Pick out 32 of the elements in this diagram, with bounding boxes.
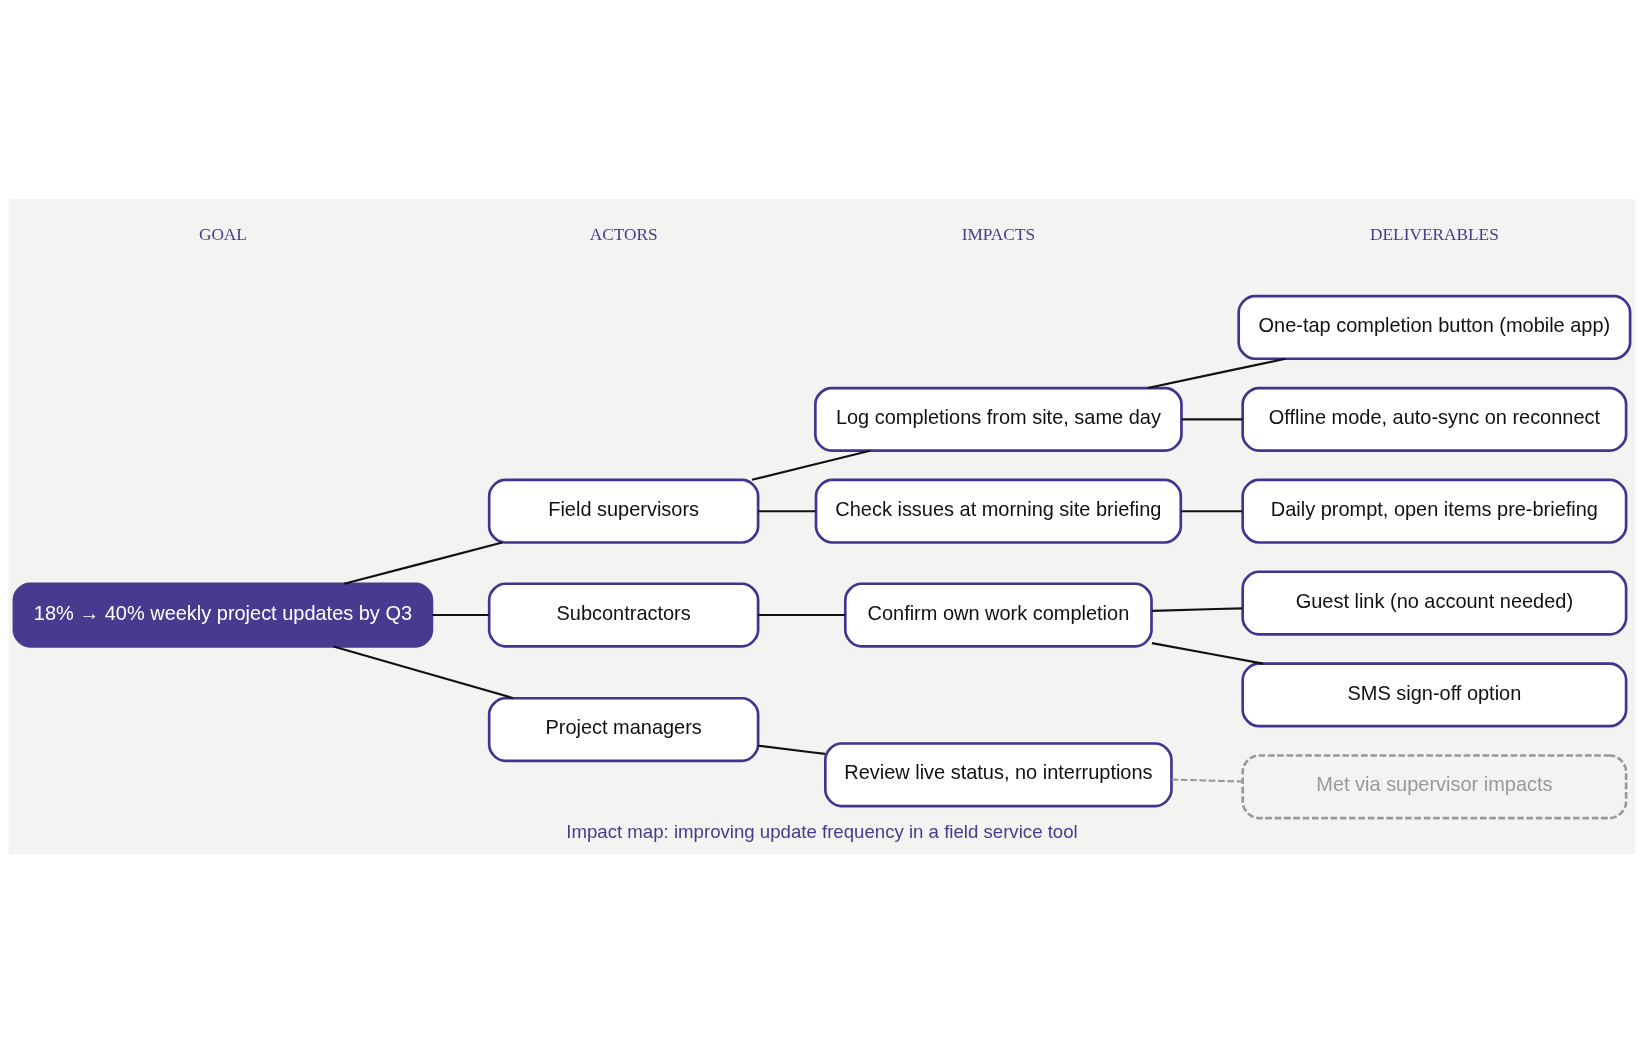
node-box: Check issues at morning site briefing <box>814 478 1183 544</box>
label: ACTORS <box>589 224 658 244</box>
node-box: Subcontractors <box>487 581 760 648</box>
connector <box>758 509 816 512</box>
label: DELIVERABLES <box>1370 224 1499 244</box>
node-box: Project managers <box>487 696 760 762</box>
connector <box>432 613 489 616</box>
node-box: Daily prompt, open items pre-briefing <box>1241 478 1628 544</box>
node-box: Log completions from site, same day <box>814 386 1183 452</box>
connector <box>1181 417 1243 420</box>
connector <box>1181 509 1243 512</box>
node-box: Field supervisors <box>487 478 760 544</box>
connector <box>758 613 846 616</box>
connector <box>1151 606 1243 612</box>
label: IMPACTS <box>961 224 1036 244</box>
node-box: Confirm own work completion <box>843 581 1153 648</box>
connector <box>758 744 826 755</box>
node-box: Offline mode, auto-sync on reconnect <box>1241 386 1628 452</box>
label: GOAL <box>198 224 247 244</box>
connector <box>343 541 503 585</box>
node-box: Met via supervisor impacts <box>1241 753 1628 819</box>
node-box: Review live status, no interruptions <box>824 741 1173 807</box>
connector <box>1147 357 1286 389</box>
node-box: SMS sign-off option <box>1241 661 1628 728</box>
caption: Impact map: improving update frequency in a field service tool <box>566 820 1078 842</box>
node-box: Guest link (no account needed) <box>1241 569 1628 636</box>
connector <box>1171 777 1243 783</box>
node-box: 18% → 40% weekly project updates by Q3 <box>12 581 434 648</box>
connector <box>751 449 871 481</box>
connector <box>333 644 514 699</box>
connector <box>1151 641 1264 665</box>
node-box: One-tap completion button (mobile app) <box>1237 294 1632 360</box>
